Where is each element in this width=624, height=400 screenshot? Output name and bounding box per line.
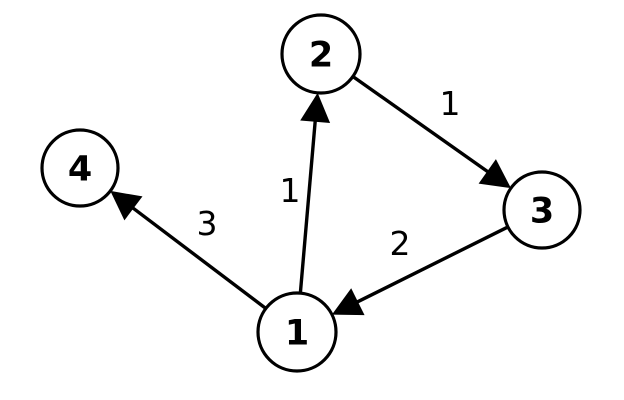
arrowhead-icon (300, 92, 331, 124)
graph-node-3: 3 (502, 170, 582, 250)
graph-node-2: 2 (280, 13, 362, 95)
edge-line (298, 119, 318, 294)
arrowhead-icon (331, 288, 365, 316)
node-circle (502, 170, 582, 250)
node-label: 4 (68, 150, 92, 190)
edge-1-to-2: 1 (280, 92, 331, 294)
edge-2-to-3: 1 (351, 75, 511, 189)
edge-line (130, 205, 267, 310)
node-label: 1 (285, 314, 309, 354)
edge-weight-label: 3 (197, 204, 218, 243)
arrowhead-icon (110, 190, 143, 221)
graph-node-1: 1 (256, 291, 338, 373)
node-label: 3 (530, 192, 554, 232)
arrowhead-icon (478, 159, 511, 189)
edge-weight-label: 1 (280, 171, 301, 210)
graph-node-4: 4 (40, 128, 120, 208)
edge-line (355, 225, 509, 305)
edge-line (351, 75, 490, 174)
edge-weight-label: 1 (440, 84, 461, 123)
node-circle (40, 128, 120, 208)
edge-1-to-4: 3 (110, 190, 267, 310)
edge-3-to-1: 2 (331, 224, 509, 316)
node-circle (280, 13, 362, 95)
edge-weight-label: 2 (390, 224, 411, 263)
node-label: 2 (309, 36, 333, 76)
node-circle (256, 291, 338, 373)
